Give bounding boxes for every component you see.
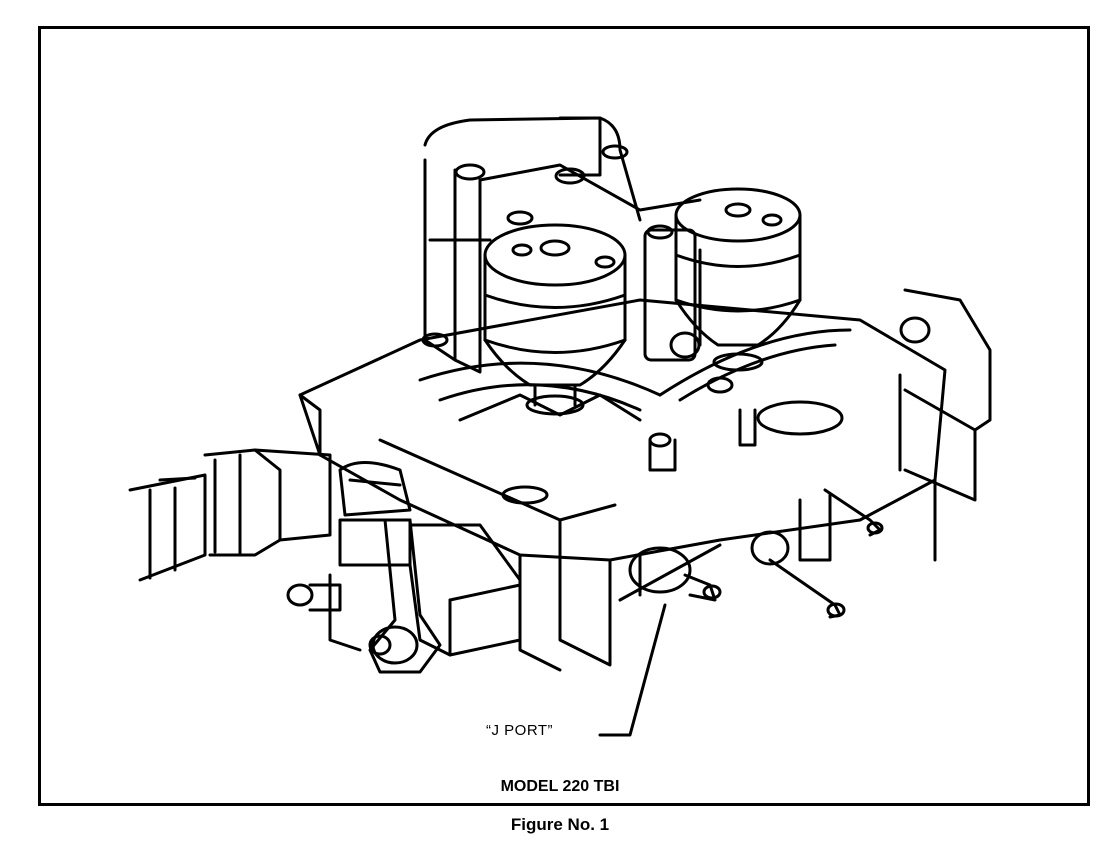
figure-caption: Figure No. 1 bbox=[510, 815, 610, 834]
model-title: MODEL 220 TBI bbox=[500, 778, 620, 795]
left-injector bbox=[483, 223, 627, 416]
throttle-body bbox=[298, 288, 992, 672]
throttle-position-sensor bbox=[338, 461, 522, 657]
fuel-inlet-fitting bbox=[128, 448, 332, 582]
throttle-linkage bbox=[286, 518, 442, 674]
right-injector bbox=[674, 187, 802, 372]
screws bbox=[648, 331, 757, 472]
vacuum-ports bbox=[628, 488, 884, 619]
throttle-bores bbox=[418, 328, 852, 422]
j-port-leader-line bbox=[598, 603, 667, 737]
j-port-label: “J PORT” bbox=[486, 722, 554, 739]
figure-frame bbox=[38, 26, 1090, 806]
fuel-meter-body bbox=[421, 116, 702, 374]
